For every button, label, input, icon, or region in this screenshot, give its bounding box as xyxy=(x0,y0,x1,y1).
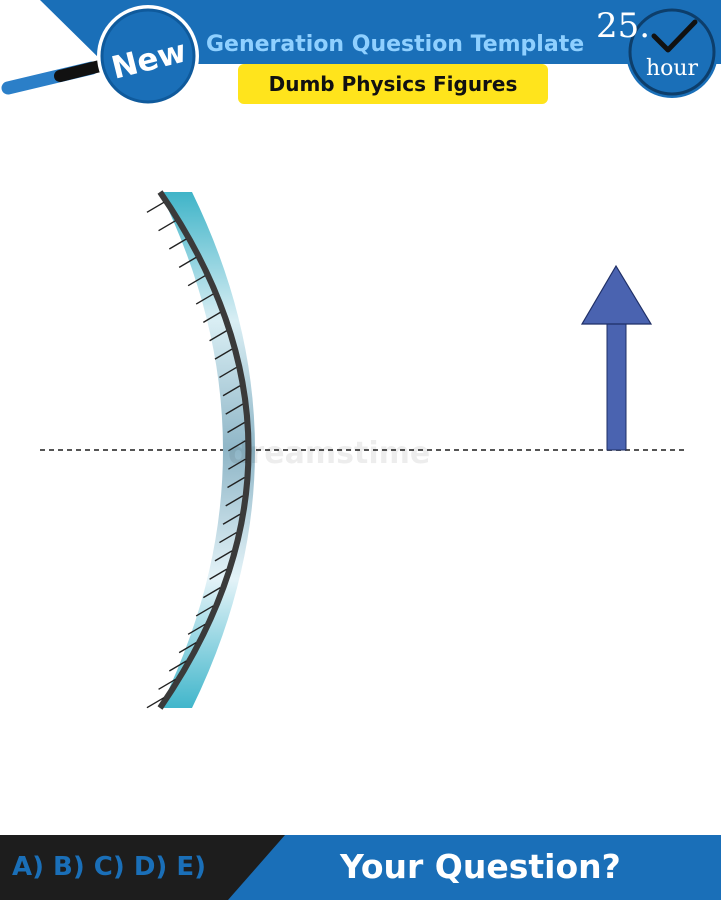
hatch-mark xyxy=(227,476,245,489)
hatch-mark xyxy=(219,531,237,544)
hatch-mark xyxy=(227,421,245,434)
hatch-mark xyxy=(202,586,221,599)
hatch-mark xyxy=(209,330,227,342)
hatch-mark xyxy=(158,678,176,690)
hatch-mark xyxy=(178,642,197,654)
question-prompt: Your Question? xyxy=(340,847,621,886)
checkmark-icon xyxy=(651,19,698,53)
hatch-mark xyxy=(214,348,233,360)
mirror-backing xyxy=(157,190,252,710)
hatch-mark xyxy=(146,201,165,213)
hatch-mark xyxy=(228,458,246,470)
watermark: dreamstime xyxy=(228,436,431,471)
clock-label: hour xyxy=(645,56,699,81)
clock-icon xyxy=(626,6,718,98)
template-title: Generation Question Template xyxy=(206,32,585,57)
hatch-mark xyxy=(195,605,214,617)
hatch-mark xyxy=(222,513,241,525)
magnifier-icon xyxy=(1,5,199,107)
top-banner xyxy=(1,0,721,107)
answer-options: A) B) C) D) E) xyxy=(12,852,206,882)
hatch-mark xyxy=(178,256,197,268)
hatch-mark xyxy=(187,623,206,635)
clock-number: 25. xyxy=(596,6,651,46)
mirror-hatching xyxy=(146,201,246,709)
footer-bar xyxy=(0,835,721,900)
hatch-mark xyxy=(209,568,227,580)
hatch-mark xyxy=(168,660,187,672)
hatch-mark xyxy=(222,385,241,397)
hatch-mark xyxy=(187,275,206,287)
physics-diagram xyxy=(40,190,684,710)
hatch-mark xyxy=(228,440,246,452)
object-arrow xyxy=(580,264,653,451)
concave-mirror xyxy=(146,190,255,710)
subtitle-text: Dumb Physics Figures xyxy=(268,72,518,96)
hatch-mark xyxy=(158,220,176,232)
hatch-mark xyxy=(225,495,244,507)
hatch-mark xyxy=(146,697,165,709)
hatch-mark xyxy=(219,366,237,379)
hatch-mark xyxy=(214,550,233,562)
hatch-mark xyxy=(195,293,214,305)
hatch-mark xyxy=(202,311,221,324)
subtitle-badge: Dumb Physics Figures xyxy=(238,64,548,104)
hatch-mark xyxy=(168,238,187,250)
hatch-mark xyxy=(225,403,244,415)
mirror-glass xyxy=(160,192,255,708)
